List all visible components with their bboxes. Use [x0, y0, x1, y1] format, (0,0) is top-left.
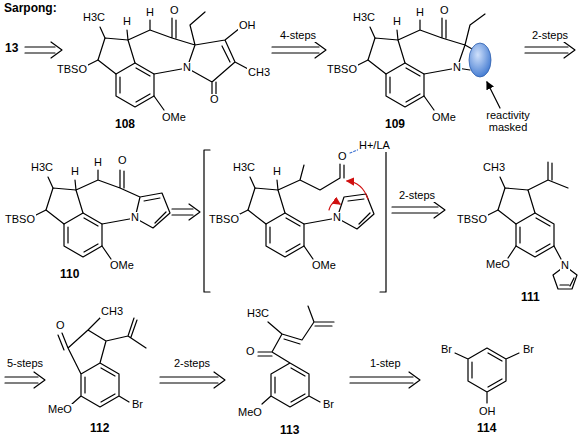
step-count: 2-steps	[398, 190, 436, 202]
step-count: 2-steps	[173, 358, 211, 370]
atom-label: TBSO	[326, 64, 358, 76]
atom-label: O	[55, 320, 66, 332]
atom-label: TBSO	[56, 64, 88, 76]
atom-label: TBSO	[456, 214, 488, 226]
atom-label: TBSO	[208, 214, 240, 226]
compound-number: 110	[59, 268, 80, 281]
reagent-label: H+/LA	[358, 140, 391, 152]
atom-label: H	[145, 7, 155, 19]
atom-label: O	[169, 5, 180, 17]
atom-label: CH3	[247, 67, 271, 79]
atom-label: MeO	[47, 404, 73, 416]
atom-label: H3C	[82, 12, 106, 24]
callout-note: reactivity masked	[478, 110, 538, 133]
atom-label: Br	[522, 344, 535, 356]
atom-label: H3C	[232, 162, 256, 174]
scheme-title: Sarpong:	[3, 2, 58, 15]
atom-label: Br	[440, 344, 453, 356]
atom-label: H	[392, 16, 402, 28]
atom-label: OMe	[161, 112, 187, 124]
atom-label: Br	[322, 399, 335, 411]
atom-label: H	[70, 166, 80, 178]
atom-label: MeO	[237, 407, 263, 419]
step-count: 2-steps	[531, 30, 569, 42]
atom-label: OMe	[311, 260, 337, 272]
atom-label: H	[93, 157, 103, 169]
atom-label: CH3	[482, 162, 506, 174]
compound-number: 111	[520, 291, 541, 304]
step-count: 4-steps	[279, 30, 317, 42]
atom-label: O	[337, 151, 348, 163]
atom-label: OH	[478, 406, 497, 418]
atom-label: O	[439, 5, 450, 17]
step-count: 1-step	[369, 358, 402, 370]
atom-label: OMe	[431, 112, 457, 124]
atom-label: OH	[238, 20, 257, 32]
compound-number: 13	[4, 42, 19, 55]
atom-label: H	[122, 16, 132, 28]
step-count: 5-steps	[6, 358, 44, 370]
atom-label: H	[272, 166, 282, 178]
atom-label: OMe	[109, 260, 135, 272]
atom-label: N	[452, 62, 462, 74]
atom-label: O	[245, 346, 256, 358]
atom-label: N	[182, 62, 192, 74]
compound-number: 109	[384, 118, 406, 131]
atom-label: Br	[131, 399, 144, 411]
atom-label: H	[415, 7, 425, 19]
compound-number: 112	[89, 422, 110, 435]
atom-label: MeO	[485, 259, 511, 271]
atom-label: N	[560, 260, 570, 272]
atom-label: TBSO	[4, 214, 36, 226]
compound-number: 114	[476, 422, 497, 435]
atom-label: H3C	[352, 12, 376, 24]
atom-label: N	[130, 212, 140, 224]
atom-label: H3C	[30, 162, 54, 174]
atom-label: CH3	[100, 306, 124, 318]
compound-number: 108	[114, 118, 136, 131]
compound-number: 113	[279, 424, 300, 437]
atom-label: O	[117, 155, 128, 167]
atom-label: H3C	[246, 308, 270, 320]
atom-label: O	[209, 94, 220, 106]
atom-label: N	[332, 212, 342, 224]
